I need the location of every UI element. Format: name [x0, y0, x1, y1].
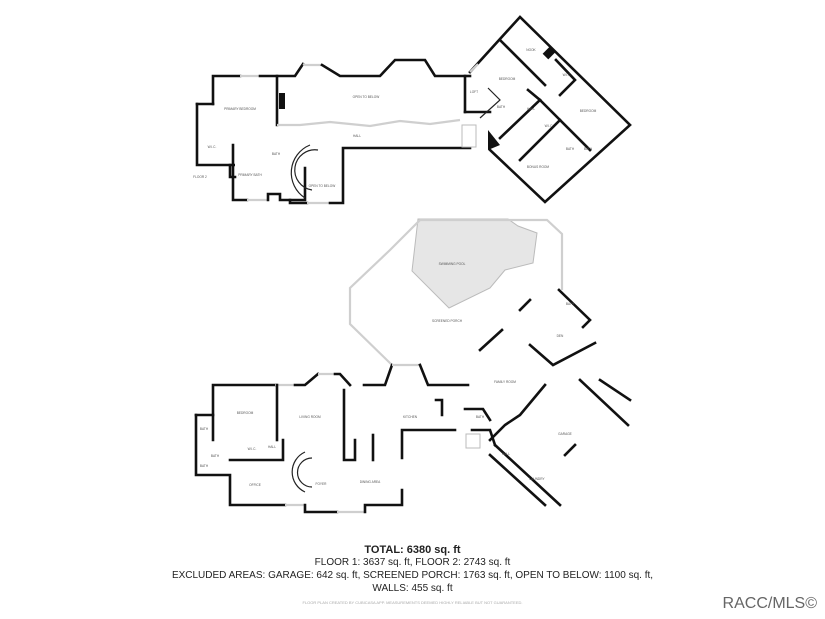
room-label: BATH [211, 454, 220, 458]
excluded-areas: EXCLUDED AREAS: GARAGE: 642 sq. ft, SCRE… [171, 570, 654, 581]
room-label: BATH [566, 147, 575, 151]
room-label: BATH [497, 105, 506, 109]
room-label: GARAGE [558, 432, 572, 436]
room-label: BATH [200, 427, 209, 431]
room-label: HALL [527, 107, 535, 111]
room-label: LIVING ROOM [299, 415, 321, 419]
room-label: BATH [566, 302, 575, 306]
room-label: PRIMARY BEDROOM [224, 107, 256, 111]
disclaimer: FLOOR PLAN CREATED BY CUBICASA APP. MEAS… [302, 600, 523, 605]
room-label: BATH [584, 147, 593, 151]
total-area: TOTAL: 6380 sq. ft [364, 544, 461, 556]
room-label: BEDROOM [499, 77, 516, 81]
room-label: OPEN TO BELOW [353, 95, 380, 99]
floor-1-labels: SWIMMING POOL SCREENED PORCH DEN BATH FA… [200, 262, 575, 487]
room-label: LOFT [470, 90, 478, 94]
room-label: BATH [476, 415, 485, 419]
floor-2-plan [195, 15, 632, 205]
room-label: FAMILY ROOM [494, 380, 516, 384]
room-label: BATH [200, 464, 209, 468]
room-label: SCREENED PORCH [432, 319, 463, 323]
floor-plan: PRIMARY BEDROOM W.I.C. PRIMARY BATH BATH… [193, 15, 632, 514]
room-label: PRIMARY BATH [238, 173, 262, 177]
floor-2-labels: PRIMARY BEDROOM W.I.C. PRIMARY BATH BATH… [193, 48, 596, 188]
floor-1-plan [194, 218, 632, 514]
room-label: W.I.C. [248, 447, 257, 451]
room-label: W.I.C. [208, 145, 217, 149]
floor-areas: FLOOR 1: 3637 sq. ft, FLOOR 2: 2743 sq. … [314, 557, 511, 568]
room-label: NOOK [526, 48, 536, 52]
room-label: BEDROOM [580, 109, 597, 113]
room-label: LAUNDRY [529, 477, 545, 481]
floor-label: FLOOR 2 [193, 175, 207, 179]
room-label: FOYER [316, 482, 328, 486]
room-label: DEN [557, 334, 564, 338]
room-label: SWIMMING POOL [439, 262, 466, 266]
room-label: HALL [353, 134, 361, 138]
room-label: OPEN TO BELOW [309, 184, 336, 188]
room-label: DINING AREA [360, 480, 381, 484]
room-label: W.I.C. [563, 73, 572, 77]
room-label: OFFICE [249, 483, 261, 487]
room-label: W.I.C. [545, 124, 554, 128]
room-label: BEDROOM [237, 411, 254, 415]
room-label: HALL [268, 445, 276, 449]
watermark: RACC/MLS© [722, 595, 817, 612]
room-label: BONUS ROOM [527, 165, 549, 169]
room-label: KITCHEN [403, 415, 418, 419]
walls-area: WALLS: 455 sq. ft [372, 583, 453, 594]
room-label: BATH [272, 152, 281, 156]
room-label: HALL [502, 452, 510, 456]
